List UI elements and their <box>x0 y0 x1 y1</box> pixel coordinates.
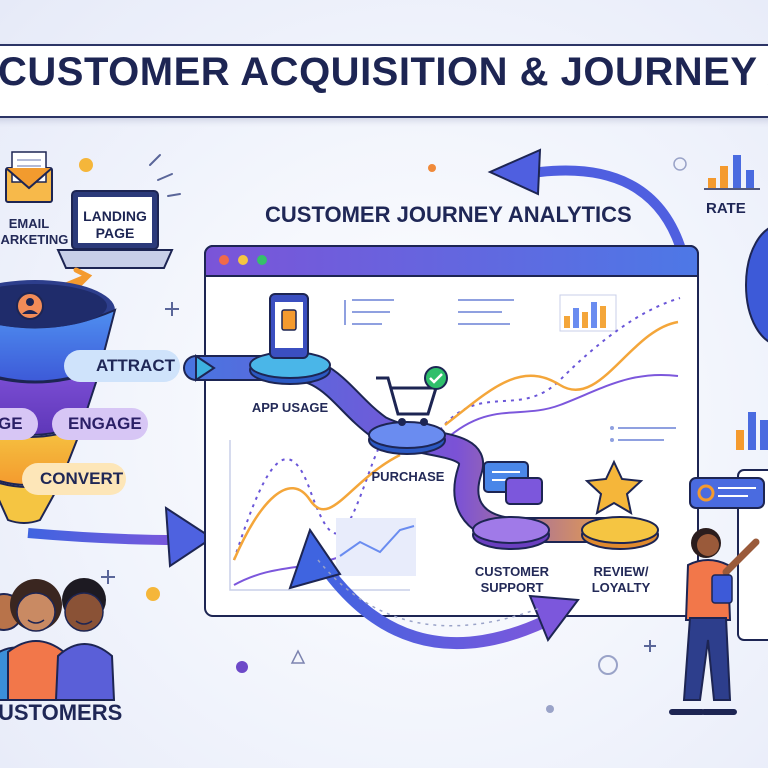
customers-label: USTOMERS <box>0 700 123 725</box>
convert-label: CONVERT <box>40 469 124 488</box>
landing-label-line1: LANDING <box>83 208 147 224</box>
convert-pill <box>22 463 126 495</box>
review-loyalty-label: REVIEW/ LOYALTY <box>574 564 668 596</box>
attract-pill <box>64 350 180 382</box>
email-icon <box>5 151 53 203</box>
engage-pill <box>52 408 148 440</box>
tablet-device <box>737 469 768 641</box>
review-label-line1: REVIEW/ <box>593 564 649 579</box>
support-label-line2: SUPPORT <box>480 580 544 595</box>
window-close-dot <box>219 255 229 265</box>
support-node <box>472 461 550 550</box>
check-icon <box>424 366 448 390</box>
landing-label-line2: PAGE <box>95 225 135 241</box>
app-usage-node <box>249 293 331 385</box>
landing-page-label: LANDING PAGE <box>78 208 152 242</box>
cart-icon <box>376 376 439 416</box>
engage-label: ENGAGE <box>68 414 142 433</box>
window-maximize-dot <box>257 255 267 265</box>
review-label-line2: LOYALTY <box>591 580 651 595</box>
rate-label: RATE <box>706 200 746 217</box>
purchase-node <box>368 366 448 455</box>
customers-group <box>0 578 116 701</box>
journey-analytics-title: CUSTOMER JOURNEY ANALYTICS <box>265 202 632 227</box>
attract-label: ATTRACT <box>96 356 175 375</box>
title-banner <box>0 44 768 118</box>
page-title: CUSTOMER ACQUISITION & JOURNEY ANALY <box>0 50 768 94</box>
email-label-line1: EMAIL <box>8 216 50 231</box>
customer-support-label: CUSTOMER SUPPORT <box>462 564 562 596</box>
email-marketing-label: EMAIL MARKETING <box>0 216 74 248</box>
app-usage-label: APP USAGE <box>251 400 329 415</box>
support-label-line1: CUSTOMER <box>474 564 550 579</box>
purchase-label: PURCHASE <box>371 469 445 484</box>
window-minimize-dot <box>238 255 248 265</box>
engage-stub-label: GE <box>0 414 23 433</box>
review-node <box>581 459 659 550</box>
email-label-line2: MARKETING <box>0 232 69 247</box>
laptop-icon <box>56 190 174 269</box>
decor-dot <box>79 158 93 172</box>
star-icon <box>584 459 644 516</box>
presenter-person <box>669 477 765 715</box>
rate-chart <box>704 155 760 190</box>
